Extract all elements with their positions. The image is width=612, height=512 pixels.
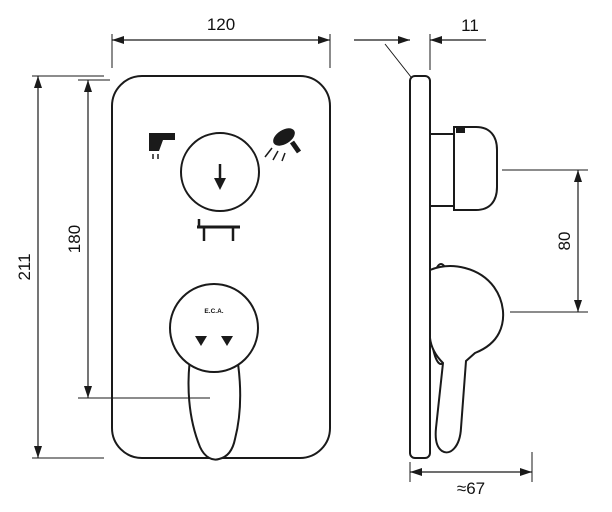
dim-width-label: 120 <box>207 15 235 34</box>
dim-center-distance-label: 80 <box>555 232 574 251</box>
hand-shower-icon <box>264 128 302 162</box>
handle-hub <box>169 283 259 373</box>
side-view: 11 80 ≈67 <box>354 16 588 498</box>
handle-lever <box>187 344 242 461</box>
dim-depth-label: 11 <box>461 16 479 35</box>
dim-projection: ≈67 <box>409 452 533 498</box>
dim-depth: 11 <box>354 16 486 70</box>
dim-center-distance: 80 <box>502 169 588 313</box>
side-cartridge-cap <box>453 126 498 211</box>
dim-inner-height-label: 180 <box>65 225 84 253</box>
side-cartridge-sleeve <box>429 133 455 207</box>
dim-projection-label: ≈67 <box>457 479 485 498</box>
hot-cold-indicator-icon <box>195 336 233 346</box>
dim-width: 120 <box>111 15 331 68</box>
side-plate <box>409 75 431 459</box>
down-arrow-icon <box>214 164 226 190</box>
side-handle <box>429 265 505 454</box>
depth-extension-line <box>384 43 412 78</box>
bathtub-icon <box>197 219 240 241</box>
front-view: E.C.A. 120 211 180 <box>15 15 331 461</box>
dim-inner-height: 180 <box>65 79 210 399</box>
cartridge-index-mark <box>456 128 465 133</box>
dim-total-height-label: 211 <box>15 253 34 280</box>
handle-logo: E.C.A. <box>204 308 223 315</box>
bath-spout-icon <box>149 133 175 159</box>
dim-total-height: 211 <box>15 75 104 459</box>
